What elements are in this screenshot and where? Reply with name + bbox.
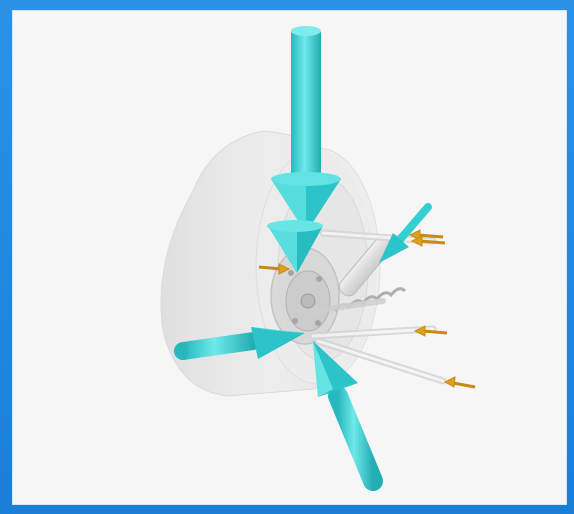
small-arrow-5: [445, 377, 475, 387]
wheel-hub: [271, 248, 339, 344]
3d-viewport[interactable]: [12, 10, 567, 505]
scene-canvas: [13, 11, 568, 506]
